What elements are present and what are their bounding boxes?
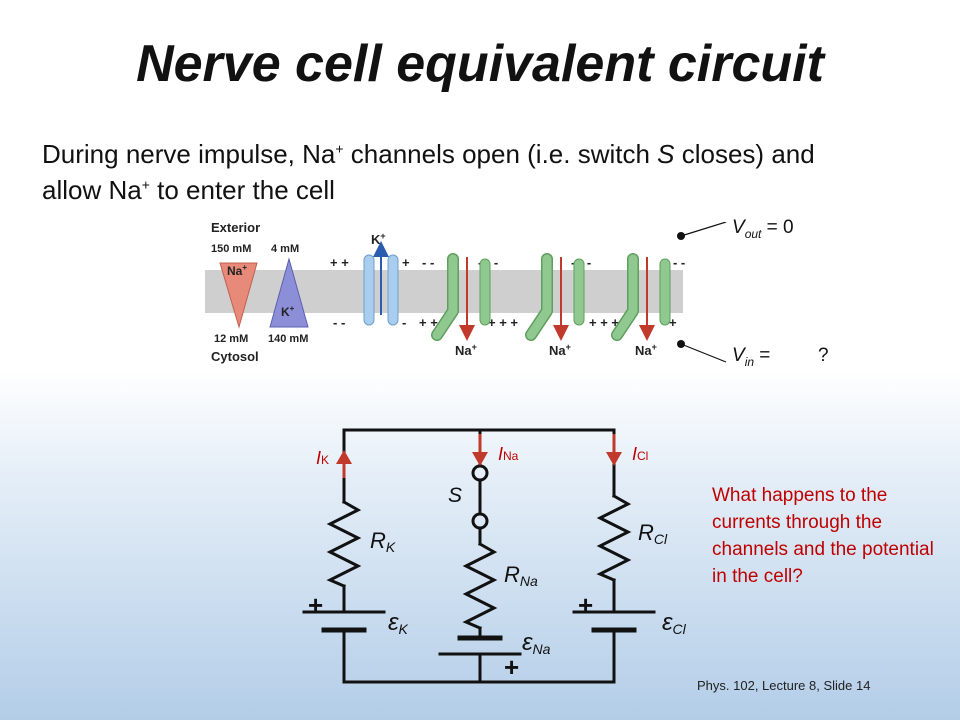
na-channel-label-1: Na+ <box>455 342 477 358</box>
emf-k-label: εK <box>388 609 409 637</box>
charge-top-1: + + <box>330 255 349 270</box>
resistor-k <box>326 499 362 588</box>
battery-k-plus: + <box>308 590 323 620</box>
na-charge-sup-2: + <box>141 176 150 193</box>
intro-part3: closes) and <box>674 139 815 169</box>
switch-contact-top <box>471 464 489 482</box>
intro-part4: allow Na <box>42 175 142 205</box>
k-channel-right <box>387 254 399 326</box>
k-triangle-label: K+ <box>281 304 295 319</box>
charge-bottom-3: + + <box>419 315 438 330</box>
equivalent-circuit: IK INa ICl S RK RNa RCl + + + εK εNa εCl <box>302 428 687 684</box>
na-charge-sup: + <box>335 140 344 157</box>
na-out-conc: 150 mM <box>211 243 251 255</box>
question-text: What happens to the currents through the… <box>712 485 934 587</box>
battery-cl-plus: + <box>578 590 593 620</box>
charge-bottom-1: - - <box>333 315 345 330</box>
vout-label: Vout = 0 <box>732 217 794 241</box>
intro-part2: channels open (i.e. switch <box>343 139 658 169</box>
k-out-conc: 4 mM <box>271 243 299 255</box>
na-channel-label-3: Na+ <box>635 342 657 358</box>
charge-bottom-2: - <box>402 315 406 330</box>
current-arrow-na <box>472 452 488 466</box>
vin-question-mark: ? <box>818 345 829 366</box>
charge-bottom-5: + + + <box>589 315 619 330</box>
exterior-label: Exterior <box>211 220 260 235</box>
na-channel-1 <box>431 253 491 341</box>
slide-title: Nerve cell equivalent circuit <box>136 35 824 93</box>
slide-footer: Phys. 102, Lecture 8, Slide 14 <box>697 678 871 693</box>
current-label-cl: ICl <box>632 444 648 464</box>
na-channel-label-2: Na+ <box>549 342 571 358</box>
switch-label: S <box>448 484 462 507</box>
intro-part1: During nerve impulse, Na <box>42 139 336 169</box>
resistor-na-label: RNa <box>504 562 538 589</box>
charge-top-3: - - <box>422 255 434 270</box>
na-channel-2 <box>525 253 585 341</box>
resistor-k-label: RK <box>370 528 396 555</box>
na-triangle-label: Na+ <box>227 263 247 278</box>
emf-na-label: εNa <box>522 629 551 657</box>
emf-cl-label: εCl <box>662 609 687 637</box>
membrane-diagram: Exterior 150 mM 4 mM Na+ K+ 12 mM 140 mM… <box>205 220 685 364</box>
intro-part5: to enter the cell <box>149 175 335 205</box>
current-arrow-k <box>336 450 352 464</box>
k-in-conc: 140 mM <box>268 333 308 345</box>
charge-bottom-6: + <box>669 315 677 330</box>
na-channel-3 <box>611 253 671 341</box>
charge-bottom-4: + + + <box>488 315 518 330</box>
resistor-cl-label: RCl <box>638 520 668 547</box>
k-channel-label: K+ <box>371 231 386 247</box>
na-gradient-triangle <box>219 262 258 329</box>
voltage-probe-lines <box>677 222 727 363</box>
vin-label: Vin = <box>732 345 771 369</box>
charge-top-2: + <box>402 255 410 270</box>
cytosol-label: Cytosol <box>211 349 259 364</box>
k-channel-left <box>363 254 375 326</box>
battery-na-plus: + <box>504 652 519 682</box>
na-in-conc: 12 mM <box>214 333 248 345</box>
k-gradient-triangle <box>269 257 309 328</box>
intro-text: During nerve impulse, Na+ channels open … <box>42 136 922 208</box>
switch-contact-bottom <box>471 512 489 530</box>
resistor-na <box>462 541 498 630</box>
current-label-k: IK <box>316 448 329 468</box>
intro-switch-symbol: S <box>657 139 675 169</box>
current-label-na: INa <box>498 444 519 464</box>
current-arrow-cl <box>606 452 622 466</box>
resistor-cl <box>596 493 632 582</box>
